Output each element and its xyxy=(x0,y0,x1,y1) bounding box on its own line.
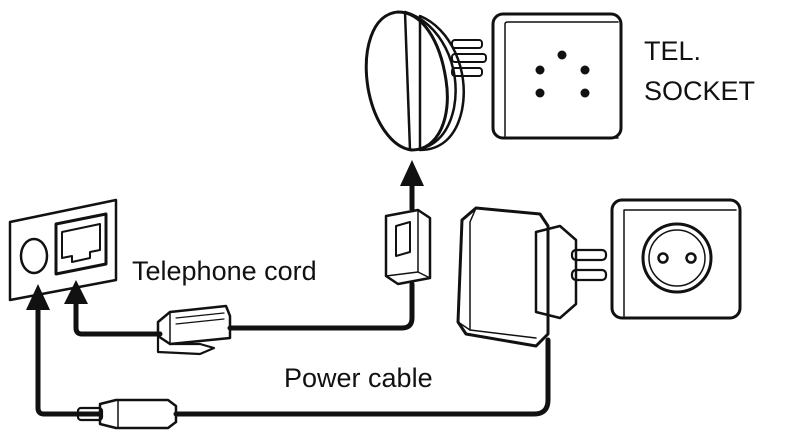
tel-socket-label-line1: TEL. xyxy=(644,36,701,66)
telephone-plug-adapter xyxy=(364,10,487,152)
telephone-cord-line xyxy=(227,281,415,331)
power-outlet xyxy=(610,198,742,320)
power-adapter xyxy=(456,206,608,348)
telephone-cord-arrow xyxy=(64,280,163,337)
adapter-phone-jack xyxy=(384,208,432,286)
power-cable-arrow xyxy=(26,284,103,417)
tel-socket-label-line2: SOCKET xyxy=(644,76,755,106)
rj-plug xyxy=(156,304,232,356)
barrel-plug xyxy=(76,398,178,430)
arrow-up-to-adapter xyxy=(400,160,424,210)
telephone-wall-socket xyxy=(491,12,623,140)
power-cable-label: Power cable xyxy=(284,363,433,393)
base-station-panel xyxy=(8,198,118,302)
power-cable-line xyxy=(173,337,551,417)
telephone-cord-label: Telephone cord xyxy=(132,256,317,286)
